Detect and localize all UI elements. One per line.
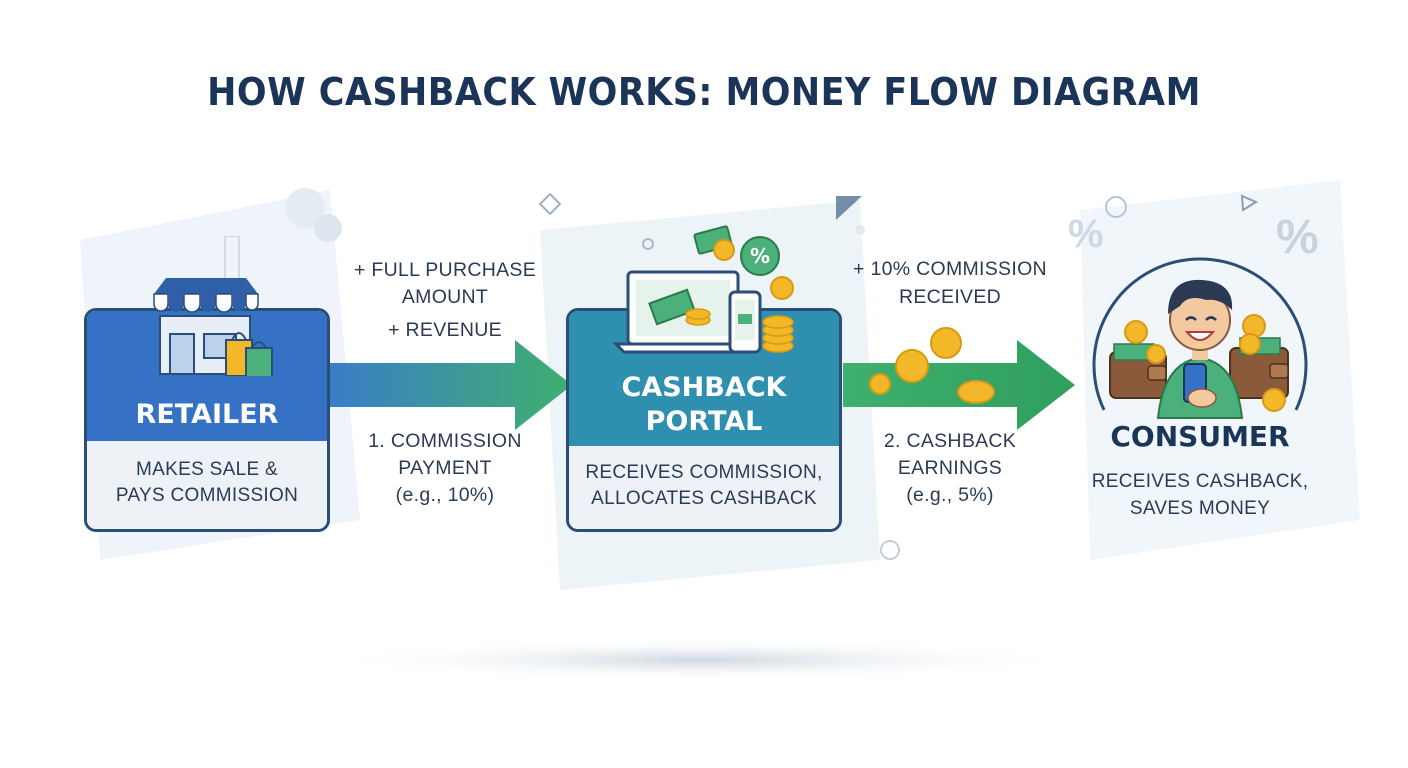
flow-label-line: EARNINGS	[897, 457, 1003, 479]
svg-text:%: %	[750, 244, 770, 268]
retailer-desc: MAKES SALE & PAYS COMMISSION	[87, 457, 327, 509]
portal-desc-line: ALLOCATES CASHBACK	[591, 488, 817, 509]
flow-label-line: 1. COMMISSION	[368, 430, 522, 452]
decor-ring-icon	[1105, 196, 1127, 218]
decor-percent-icon: %	[1068, 212, 1104, 256]
flow-2-bottom-label: 2. CASHBACK EARNINGS (e.g., 5%)	[840, 428, 1060, 509]
percent-coin-icon: %	[740, 236, 794, 300]
portal-desc-line: RECEIVES COMMISSION,	[585, 462, 823, 483]
flying-coins-icon	[869, 327, 995, 404]
flow-label-line: RECEIVED	[898, 286, 1002, 308]
flow-label-line: 2. CASHBACK	[883, 430, 1017, 452]
decor-dot-icon	[855, 225, 865, 235]
consumer-desc-line: RECEIVES CASHBACK,	[1091, 471, 1309, 492]
coins-icon	[1124, 314, 1286, 412]
floor-shadow	[320, 638, 1080, 682]
page-title: HOW CASHBACK WORKS: MONEY FLOW DIAGRAM	[207, 70, 1201, 114]
portal-desc: RECEIVES COMMISSION, ALLOCATES CASHBACK	[569, 460, 839, 512]
flow-label-line: + FULL PURCHASE	[353, 259, 537, 281]
decor-diamond-icon	[538, 192, 562, 216]
cashback-earnings-arrow	[843, 340, 1075, 430]
decor-triangle-icon	[1240, 194, 1259, 212]
happy-consumer-icon	[1092, 257, 1308, 419]
decor-ring-icon	[642, 238, 654, 250]
flow-label-line: PAYMENT	[398, 457, 492, 479]
portal-name: CASHBACK PORTAL	[569, 371, 839, 439]
storefront-icon	[153, 236, 273, 376]
flow-label-line: (e.g., 10%)	[395, 484, 495, 506]
decor-coin-icon	[314, 214, 342, 242]
flow-1-bottom-label: 1. COMMISSION PAYMENT (e.g., 10%)	[340, 428, 550, 509]
flow-label-line: AMOUNT	[401, 286, 489, 308]
flow-label-line: (e.g., 5%)	[906, 484, 994, 506]
flow-label-line: + REVENUE	[388, 319, 502, 341]
coin-stack-icon	[762, 315, 794, 353]
commission-payment-arrow	[330, 340, 572, 430]
cash-bill-icon	[693, 225, 735, 261]
devices-money-icon: %	[612, 225, 794, 354]
flow-label-line: + 10% COMMISSION	[853, 258, 1047, 280]
laptop-icon	[612, 270, 754, 354]
phone-icon	[728, 290, 762, 354]
decor-triangle-icon	[836, 196, 862, 220]
retailer-name: RETAILER	[135, 399, 279, 430]
decor-ring-icon	[880, 540, 900, 560]
portal-name-line: CASHBACK	[621, 372, 787, 403]
wallet-icon	[1109, 343, 1167, 399]
decor-percent-icon: %	[1276, 211, 1319, 264]
retailer-desc-line: PAYS COMMISSION	[115, 485, 299, 506]
retailer-desc-line: MAKES SALE &	[136, 459, 278, 480]
consumer-name: CONSUMER	[1110, 420, 1290, 453]
flow-1-top-label: + FULL PURCHASE AMOUNT + REVENUE	[340, 255, 550, 345]
flow-2-top-label: + 10% COMMISSION RECEIVED	[840, 255, 1060, 311]
portal-name-line: PORTAL	[645, 406, 763, 437]
consumer-desc-line: SAVES MONEY	[1129, 498, 1271, 519]
consumer-desc: RECEIVES CASHBACK, SAVES MONEY	[1060, 468, 1340, 522]
shopping-bags-icon	[225, 332, 273, 376]
decor-coin-icon	[285, 188, 325, 228]
